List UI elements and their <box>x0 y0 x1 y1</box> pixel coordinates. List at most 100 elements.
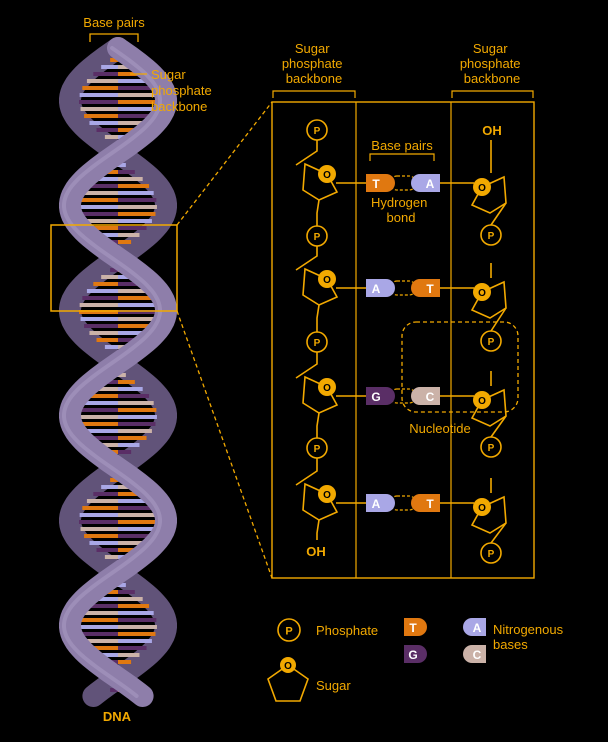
right-phosphate-4-icon <box>480 542 502 564</box>
legend-base-C-icon <box>463 645 486 663</box>
legend-sugar-label: Sugar <box>316 678 351 693</box>
right-phosphate-2-icon <box>480 330 502 352</box>
helix-backbone-label: Sugar phosphate backbone <box>151 67 215 114</box>
left-link-3 <box>295 352 318 379</box>
pair-left-base-4 <box>366 494 395 512</box>
pair-left-base-letter-4: A <box>372 497 381 511</box>
right-sugar-4-ring <box>470 495 507 534</box>
right-sugar-1-ring <box>470 175 507 214</box>
left-phosphate-3-symbol: P <box>314 338 321 349</box>
pair-left-base-3 <box>366 387 395 405</box>
pair-left-base-2 <box>366 279 395 297</box>
helix-base-pairs-label: Base pairs <box>83 15 145 30</box>
left-down-3 <box>316 412 320 438</box>
top-right-oh-label: OH <box>482 123 502 138</box>
right-phosphate-3-symbol: P <box>488 443 495 454</box>
right-sugar-3-symbol: O <box>478 396 486 407</box>
pair-right-base-1 <box>411 174 440 192</box>
left-sugar-1-oxygen <box>318 165 336 183</box>
helix-front-strand <box>59 37 177 707</box>
legend-phosphate-label: Phosphate <box>316 623 378 638</box>
left-sugar-3-symbol: O <box>323 383 331 394</box>
left-down-1 <box>316 199 320 226</box>
left-phosphate-4-symbol: P <box>314 444 321 455</box>
left-down-2 <box>316 304 320 332</box>
left-sugar-4-symbol: O <box>323 490 331 501</box>
pair-right-base-2 <box>411 279 440 297</box>
pair-left-base-letter-3: G <box>371 390 380 404</box>
zoom-selection-box <box>50 224 178 312</box>
left-backbone-bracket <box>272 90 356 98</box>
dna-title: DNA <box>103 709 132 724</box>
right-phosphate-3-icon <box>480 436 502 458</box>
legend-sugar-icon <box>267 664 309 702</box>
legend-phosphate-icon <box>277 618 301 642</box>
pair-right-base-letter-3: C <box>426 390 435 404</box>
left-down-4 <box>316 519 320 540</box>
left-sugar-4-ring <box>302 482 339 521</box>
legend-sugar-oxygen-icon <box>280 657 296 673</box>
left-sugar-1-symbol: O <box>323 170 331 181</box>
legend-base-G-icon <box>404 645 427 663</box>
helix-strand-front <box>59 37 177 707</box>
nucleotide-label: Nucleotide <box>409 421 470 436</box>
right-link-4 <box>490 522 507 544</box>
detail-base-pairs-bracket <box>369 153 435 161</box>
left-sugar-2-symbol: O <box>323 275 331 286</box>
left-link-2 <box>295 246 318 271</box>
right-sugar-4-oxygen <box>473 498 491 516</box>
right-sugar-1-symbol: O <box>478 183 486 194</box>
pair-right-base-4 <box>411 494 440 512</box>
zoom-line-bottom <box>176 310 273 579</box>
left-sugar-3-oxygen <box>318 378 336 396</box>
right-link-3 <box>490 415 507 438</box>
pair-right-base-letter-4: T <box>426 497 434 511</box>
right-sugar-4-symbol: O <box>478 503 486 514</box>
bottom-left-oh-label: OH <box>306 544 326 559</box>
right-link-1 <box>490 202 507 226</box>
left-link-4 <box>295 458 318 486</box>
pair-right-base-3 <box>411 387 440 405</box>
zoom-line-top <box>176 101 273 226</box>
left-backbone-label: Sugar phosphate backbone <box>282 41 346 86</box>
left-backbone-chain: P P P P O O O O <box>295 119 339 540</box>
pair-right-base-letter-1: A <box>426 177 435 191</box>
right-backbone-label: Sugar phosphate backbone <box>460 41 524 86</box>
right-phosphate-1-icon <box>480 224 502 246</box>
right-phosphate-2-symbol: P <box>488 337 495 348</box>
left-phosphate-2-symbol: P <box>314 232 321 243</box>
right-sugar-2-oxygen <box>473 283 491 301</box>
legend-base-G-letter: G <box>408 648 417 662</box>
pair-left-base-1 <box>366 174 395 192</box>
right-phosphate-1-symbol: P <box>488 231 495 242</box>
right-backbone-chain: O P O P O P O P <box>470 140 507 564</box>
left-sugar-3-ring <box>302 375 339 414</box>
legend-phosphate-symbol: P <box>285 626 292 638</box>
nucleotide-highlight <box>401 321 519 413</box>
right-link-2 <box>490 307 507 332</box>
legend-base-A-icon <box>463 618 486 636</box>
legend-sugar-symbol: O <box>284 661 292 672</box>
hydrogen-bond-label: Hydrogen bond <box>371 195 431 225</box>
left-link-1 <box>295 140 318 166</box>
legend-base-C-letter: C <box>473 648 482 662</box>
legend-base-A-letter: A <box>473 621 482 635</box>
base-pairs-bracket <box>89 33 139 42</box>
left-sugar-1-ring <box>302 162 339 201</box>
right-sugar-1-oxygen <box>473 178 491 196</box>
right-sugar-2-symbol: O <box>478 288 486 299</box>
right-phosphate-4-symbol: P <box>488 549 495 560</box>
pair-left-base-letter-1: T <box>372 177 380 191</box>
pair-right-base-letter-2: T <box>426 282 434 296</box>
left-sugar-2-oxygen <box>318 270 336 288</box>
legend-nitrogenous-label: Nitrogenous bases <box>493 622 567 652</box>
detail-base-pairs-label: Base pairs <box>371 138 433 153</box>
left-phosphate-1-symbol: P <box>314 126 321 137</box>
right-sugar-2-ring <box>470 280 507 319</box>
left-sugar-2-ring <box>302 267 339 306</box>
